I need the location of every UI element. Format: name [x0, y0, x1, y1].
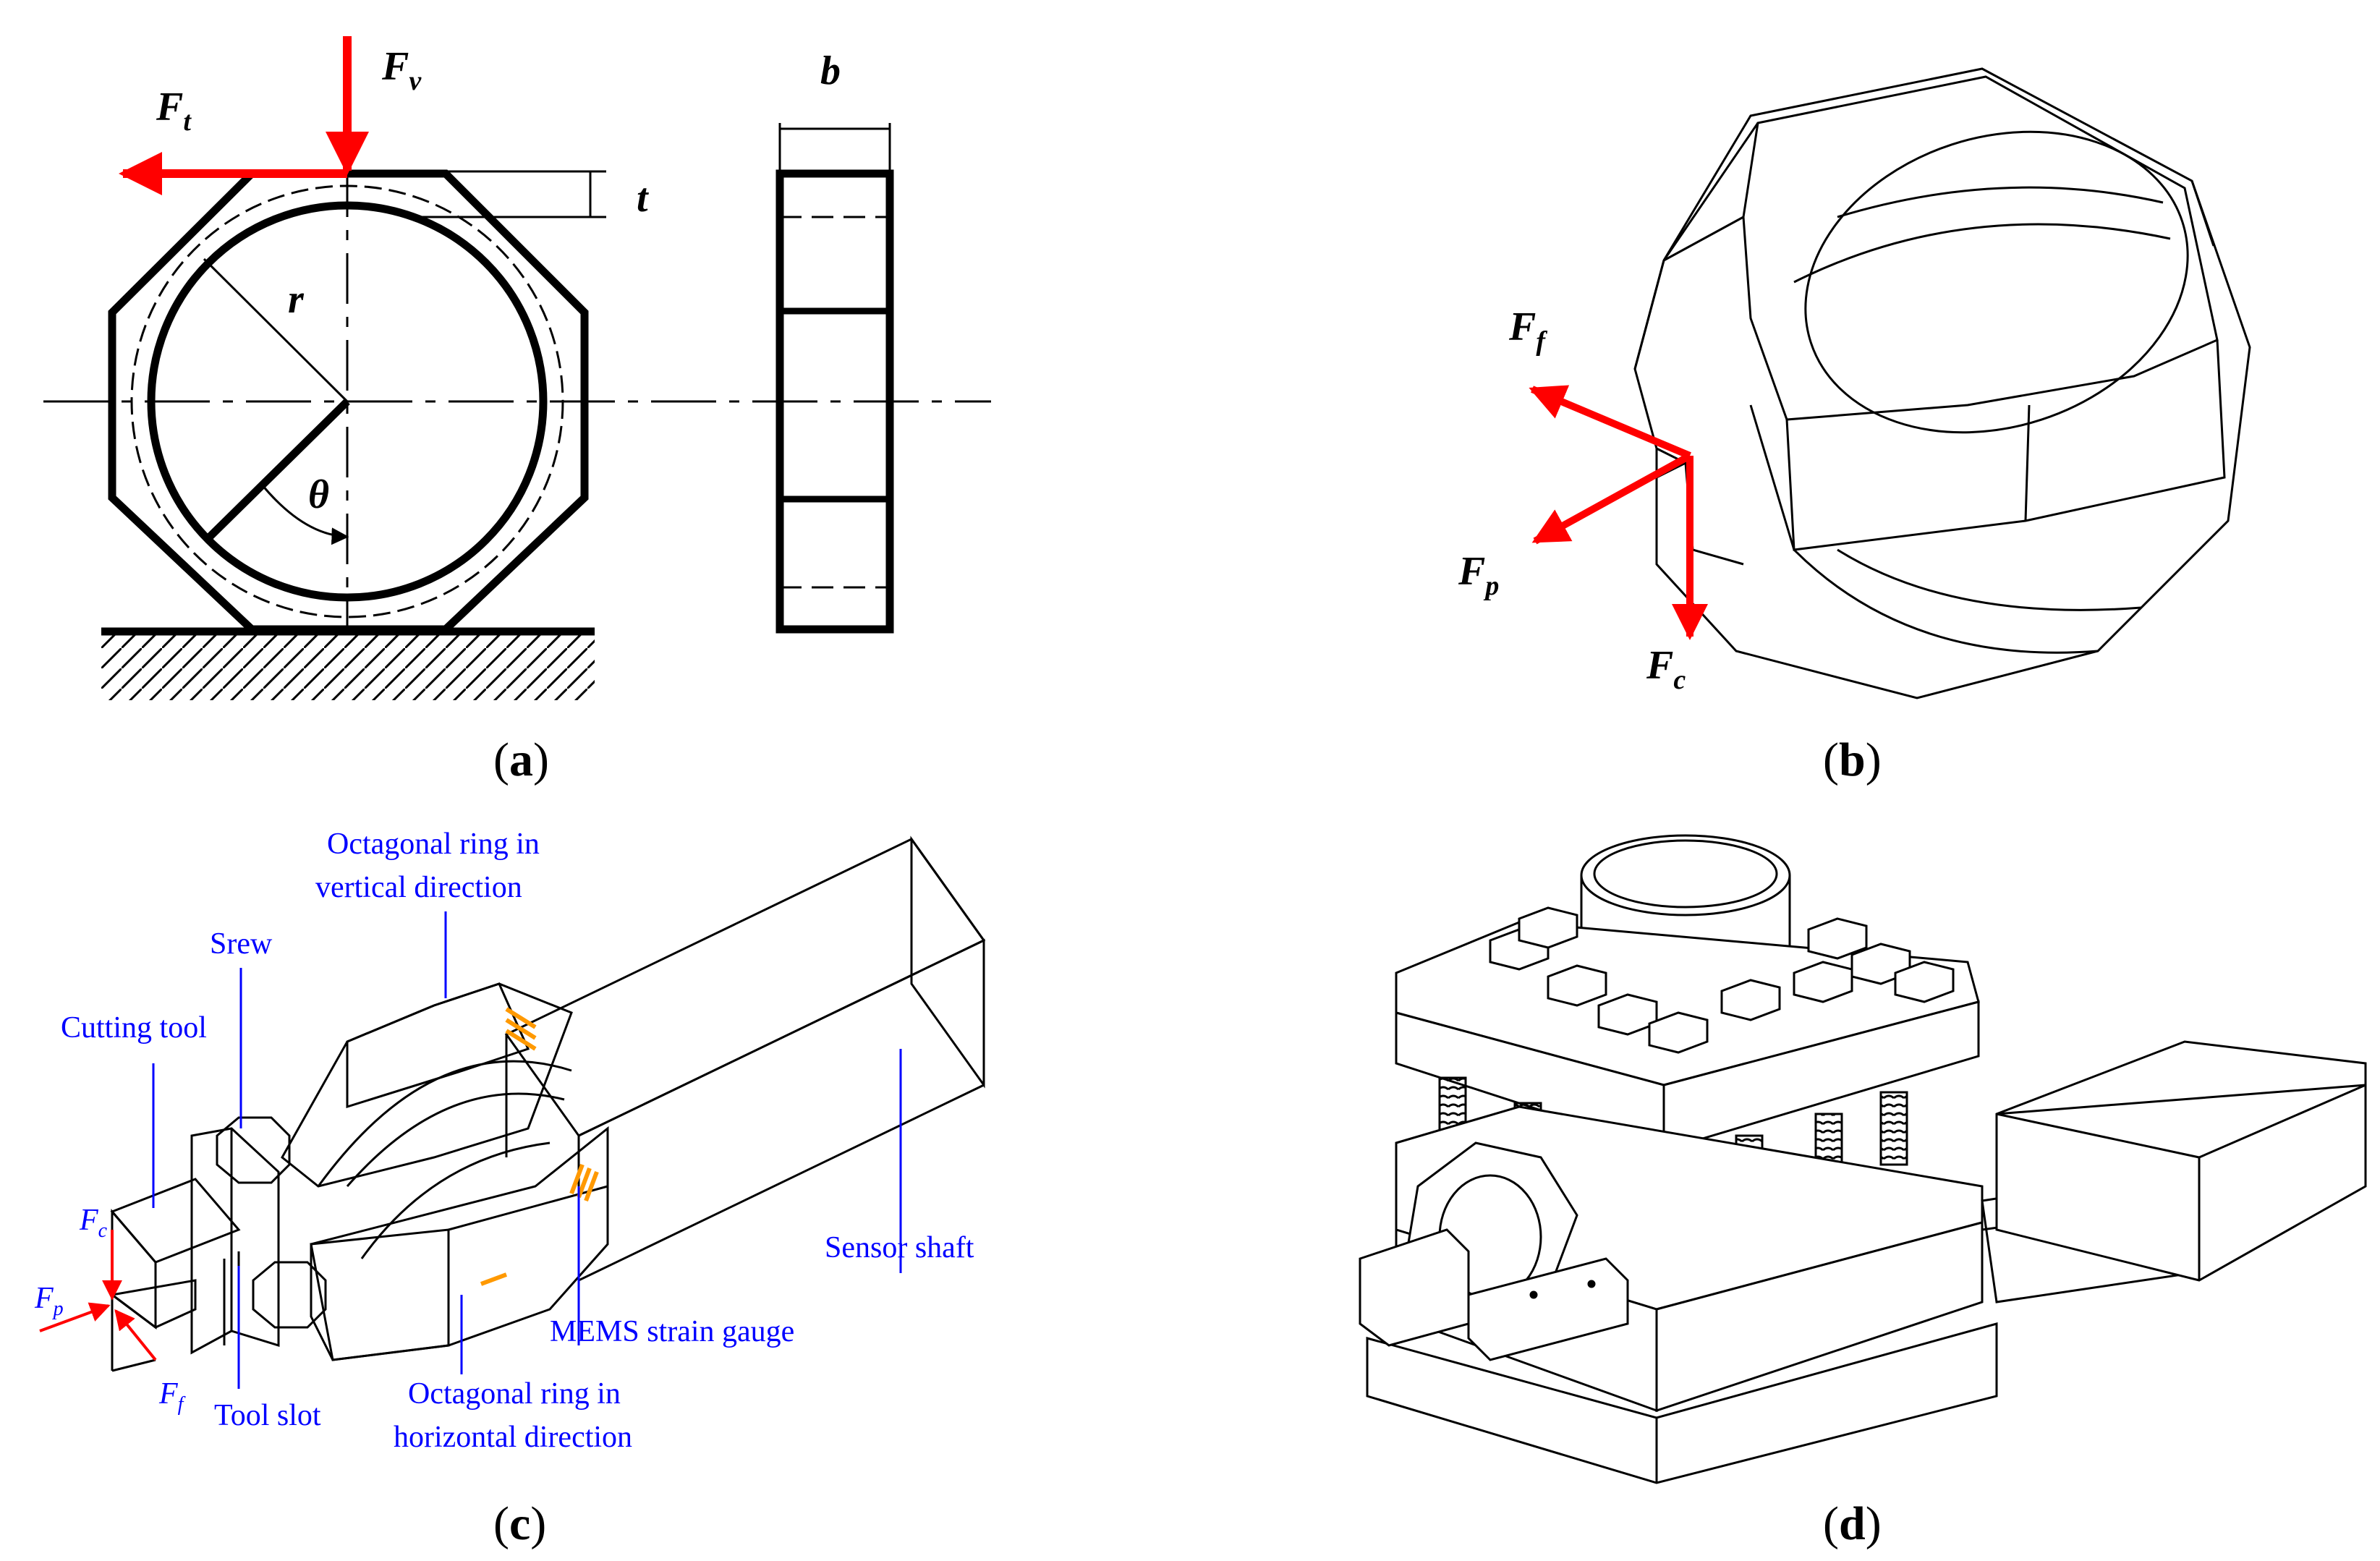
angle-arm [207, 399, 350, 540]
mems-strain-gauges [480, 1007, 599, 1286]
screw-upper [216, 1116, 291, 1184]
label-r: r [288, 277, 305, 322]
sensor-shaft [504, 835, 986, 1283]
force-vectors-c [39, 1230, 157, 1361]
screw-lower [252, 1261, 327, 1329]
label-fp-c: Fp [34, 1282, 64, 1320]
centerlines [43, 166, 991, 629]
label-fc-c: Fc [79, 1204, 108, 1242]
callout-octagonal-horizontal-1: Octagonal ring in [408, 1377, 621, 1411]
callout-tool-slot: Tool slot [214, 1399, 321, 1432]
connector-box [1995, 1040, 2367, 1282]
callout-octagonal-vertical-1: Octagonal ring in [327, 828, 540, 861]
callout-srew: Srew [210, 927, 273, 961]
ring-side-view [775, 123, 894, 634]
panel-c: Octagonal ring in vertical direction Sre… [34, 828, 986, 1550]
label-ft: Ft [156, 85, 192, 137]
label-theta: θ [308, 472, 329, 517]
octagonal-ring-3d [1633, 67, 2251, 699]
panel-a: Ft Fv t r θ b (a) [43, 36, 991, 786]
label-fv: Fv [381, 44, 422, 96]
caption-c: (c) [493, 1497, 546, 1550]
octagonal-ring-vertical [281, 982, 573, 1188]
label-t: t [637, 176, 649, 221]
theta-arc [260, 484, 349, 545]
label-fp: Fp [1458, 549, 1499, 601]
label-ff-c: Ff [158, 1377, 186, 1416]
clamp-bolt-heads [1489, 906, 1955, 1054]
cutting-tool [109, 1178, 241, 1372]
label-fc: Fc [1646, 643, 1686, 695]
force-vectors-b [1529, 385, 1708, 640]
callout-octagonal-horizontal-2: horizontal direction [394, 1421, 632, 1454]
panel-b: Ff Fp Fc (b) [1458, 67, 2251, 786]
thickness-dimension [421, 170, 606, 218]
caption-a: (a) [493, 733, 549, 786]
callout-octagonal-vertical-2: vertical direction [315, 871, 522, 904]
radius-line [203, 258, 349, 403]
callout-cutting-tool: Cutting tool [61, 1011, 207, 1045]
top-clamp-plate [1395, 921, 1980, 1152]
octagonal-ring-horizontal [310, 1126, 609, 1361]
caption-d: (d) [1823, 1497, 1882, 1550]
label-ff: Ff [1508, 305, 1547, 357]
ground [101, 627, 595, 700]
panel-d: (d) [1359, 834, 2367, 1550]
callout-sensor-shaft: Sensor shaft [825, 1231, 974, 1264]
octagonal-ring-d [1359, 1141, 1629, 1361]
label-b: b [820, 48, 841, 93]
caption-b: (b) [1823, 733, 1882, 786]
callout-leaders [152, 911, 902, 1389]
callout-mems: MEMS strain gauge [550, 1315, 794, 1348]
